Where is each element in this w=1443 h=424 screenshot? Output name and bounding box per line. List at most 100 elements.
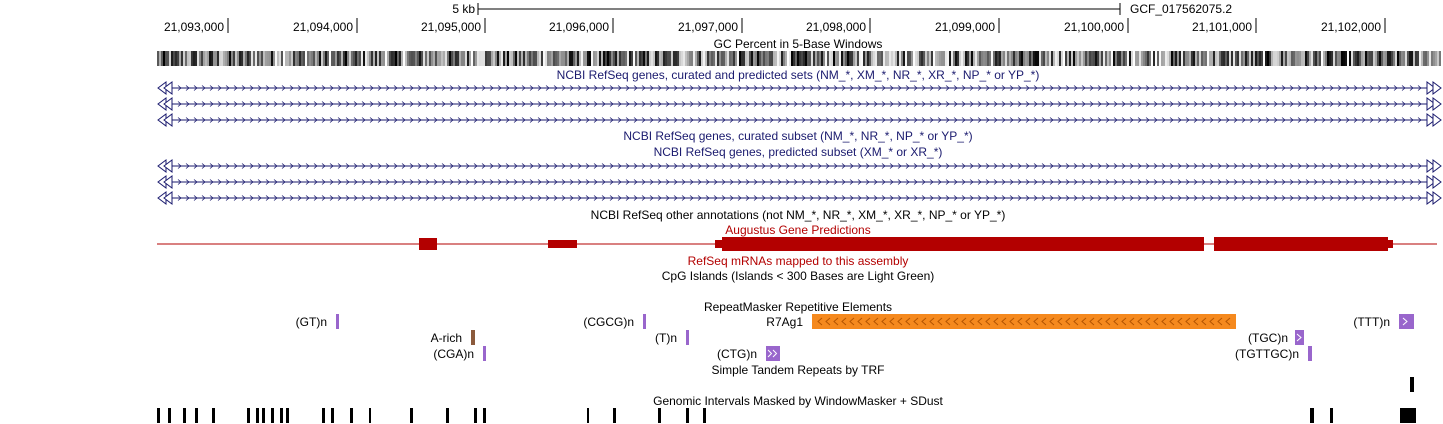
gc-percent-bar	[637, 51, 639, 66]
gc-percent-bar	[1115, 51, 1117, 66]
repeat-t-bar[interactable]	[686, 330, 689, 345]
gc-percent-bar	[327, 51, 329, 66]
gc-percent-bar	[865, 51, 867, 66]
refseq-predicted-track[interactable]	[157, 159, 1442, 205]
gc-percent-track-title[interactable]: GC Percent in 5-Base Windows	[713, 37, 883, 51]
gc-percent-bar	[795, 51, 797, 66]
gc-percent-bar	[1299, 51, 1301, 66]
gc-percent-bar	[1431, 51, 1433, 66]
gc-percent-bar	[675, 51, 677, 66]
gc-percent-bar	[669, 51, 671, 66]
gc-percent-bar	[575, 51, 577, 66]
gc-percent-bar	[1085, 51, 1087, 66]
gc-percent-bar	[1381, 51, 1383, 66]
refseq-other-track-title[interactable]: NCBI RefSeq other annotations (not NM_*,…	[590, 208, 1006, 222]
gc-percent-bar	[1261, 51, 1263, 66]
gc-percent-bar	[309, 51, 311, 66]
gc-percent-bar	[691, 51, 693, 66]
windowmasker-interval	[247, 408, 250, 423]
refseq-other-gene[interactable]	[157, 237, 1437, 251]
gc-percent-bar	[237, 51, 239, 66]
gc-percent-bar	[1037, 51, 1039, 66]
gc-percent-bar	[361, 51, 363, 66]
refseq-mrna-track-title[interactable]: RefSeq mRNAs mapped to this assembly	[687, 254, 909, 268]
gc-percent-bar	[767, 51, 769, 66]
repeatmasker-track[interactable]	[336, 314, 1414, 361]
gc-percent-bar	[1317, 51, 1319, 66]
gc-percent-bar	[889, 51, 891, 66]
repeat-tgc-label[interactable]: (TGC)n	[1248, 331, 1288, 345]
gc-percent-bar	[1325, 51, 1327, 66]
gc-percent-bar	[1339, 51, 1341, 66]
gc-percent-bar	[315, 51, 317, 66]
gc-percent-bar	[1059, 51, 1061, 66]
gc-percent-bar	[357, 51, 359, 66]
gc-percent-bar	[1043, 51, 1045, 66]
gc-percent-bar	[503, 51, 505, 66]
simple-repeats-track-title[interactable]: Simple Tandem Repeats by TRF	[711, 363, 885, 377]
gc-percent-bar	[573, 51, 575, 66]
repeat-cga-label[interactable]: (CGA)n	[433, 347, 474, 361]
gc-percent-bar	[179, 51, 181, 66]
repeat-tgc-bar[interactable]	[1295, 330, 1304, 345]
gc-percent-bar	[957, 51, 959, 66]
repeat-a-rich-label[interactable]: A-rich	[430, 331, 462, 345]
repeat-cga-bar[interactable]	[483, 346, 486, 361]
repeat-gt-bar[interactable]	[336, 314, 339, 329]
gc-percent-bar	[569, 51, 571, 66]
gc-percent-bar	[1235, 51, 1237, 66]
windowmasker-interval	[322, 408, 325, 423]
windowmasker-interval	[686, 408, 689, 423]
transcript-right-end-icon	[1432, 175, 1442, 189]
repeat-ctg-bar[interactable]	[766, 346, 780, 361]
repeat-cgcg-label[interactable]: (CGCG)n	[583, 315, 634, 329]
gc-percent-bar	[459, 51, 461, 66]
repeat-a-rich-bar[interactable]	[471, 330, 475, 345]
refseq-all-track[interactable]	[157, 81, 1442, 127]
gc-percent-bar	[1055, 51, 1057, 66]
repeat-r7ag1-label[interactable]: R7Ag1	[766, 315, 803, 329]
repeat-r7ag1-bar[interactable]	[812, 314, 1236, 329]
gc-percent-bar	[1109, 51, 1111, 66]
gc-percent-bar	[567, 51, 569, 66]
gc-percent-bar	[983, 51, 985, 66]
windowmasker-track[interactable]	[157, 408, 1416, 423]
gc-percent-bar	[471, 51, 473, 66]
gc-percent-bar	[323, 51, 325, 66]
gc-percent-bar	[1291, 51, 1293, 66]
gc-percent-bar	[207, 51, 209, 66]
refseq-predicted-track-title[interactable]: NCBI RefSeq genes, predicted subset (XM_…	[653, 145, 943, 159]
r7ag1-chevron-path	[817, 317, 1231, 326]
augustus-track-title[interactable]: Augustus Gene Predictions	[725, 223, 871, 237]
ruler-position-label: 21,097,000	[677, 20, 738, 34]
cpg-islands-track-title[interactable]: CpG Islands (Islands < 300 Bases are Lig…	[661, 269, 935, 283]
gc-percent-bar	[783, 51, 785, 66]
gc-percent-bar	[597, 51, 599, 66]
ruler-position-label: 21,099,000	[934, 20, 995, 34]
gc-percent-bar	[1387, 51, 1389, 66]
simple-repeat-bar[interactable]	[1410, 377, 1414, 392]
gc-percent-bar	[1135, 51, 1137, 66]
repeat-gt-label[interactable]: (GT)n	[295, 315, 327, 329]
gc-percent-bar	[977, 51, 979, 66]
gc-percent-bar	[823, 51, 825, 66]
gc-percent-bar	[223, 51, 225, 66]
repeat-t-label[interactable]: (T)n	[655, 331, 677, 345]
windowmasker-track-title[interactable]: Genomic Intervals Masked by WindowMasker…	[653, 394, 943, 408]
repeatmasker-track-title[interactable]: RepeatMasker Repetitive Elements	[703, 300, 893, 314]
refseq-other-exon	[1214, 237, 1388, 251]
gc-percent-track[interactable]	[157, 51, 1441, 66]
refseq-curated-track-title[interactable]: NCBI RefSeq genes, curated subset (NM_*,…	[623, 129, 973, 143]
repeat-ttt-label[interactable]: (TTT)n	[1353, 315, 1390, 329]
gc-percent-bar	[347, 51, 349, 66]
gc-percent-bar	[1007, 51, 1009, 66]
repeat-tgttgc-label[interactable]: (TGTTGC)n	[1235, 347, 1299, 361]
refseq-all-track-title[interactable]: NCBI RefSeq genes, curated and predicted…	[556, 68, 1040, 82]
repeat-ctg-label[interactable]: (CTG)n	[717, 347, 757, 361]
gc-percent-bar	[431, 51, 433, 66]
repeat-cgcg-bar[interactable]	[643, 314, 646, 329]
gc-percent-bar	[1019, 51, 1021, 66]
repeat-tgttgc-bar[interactable]	[1308, 346, 1312, 361]
